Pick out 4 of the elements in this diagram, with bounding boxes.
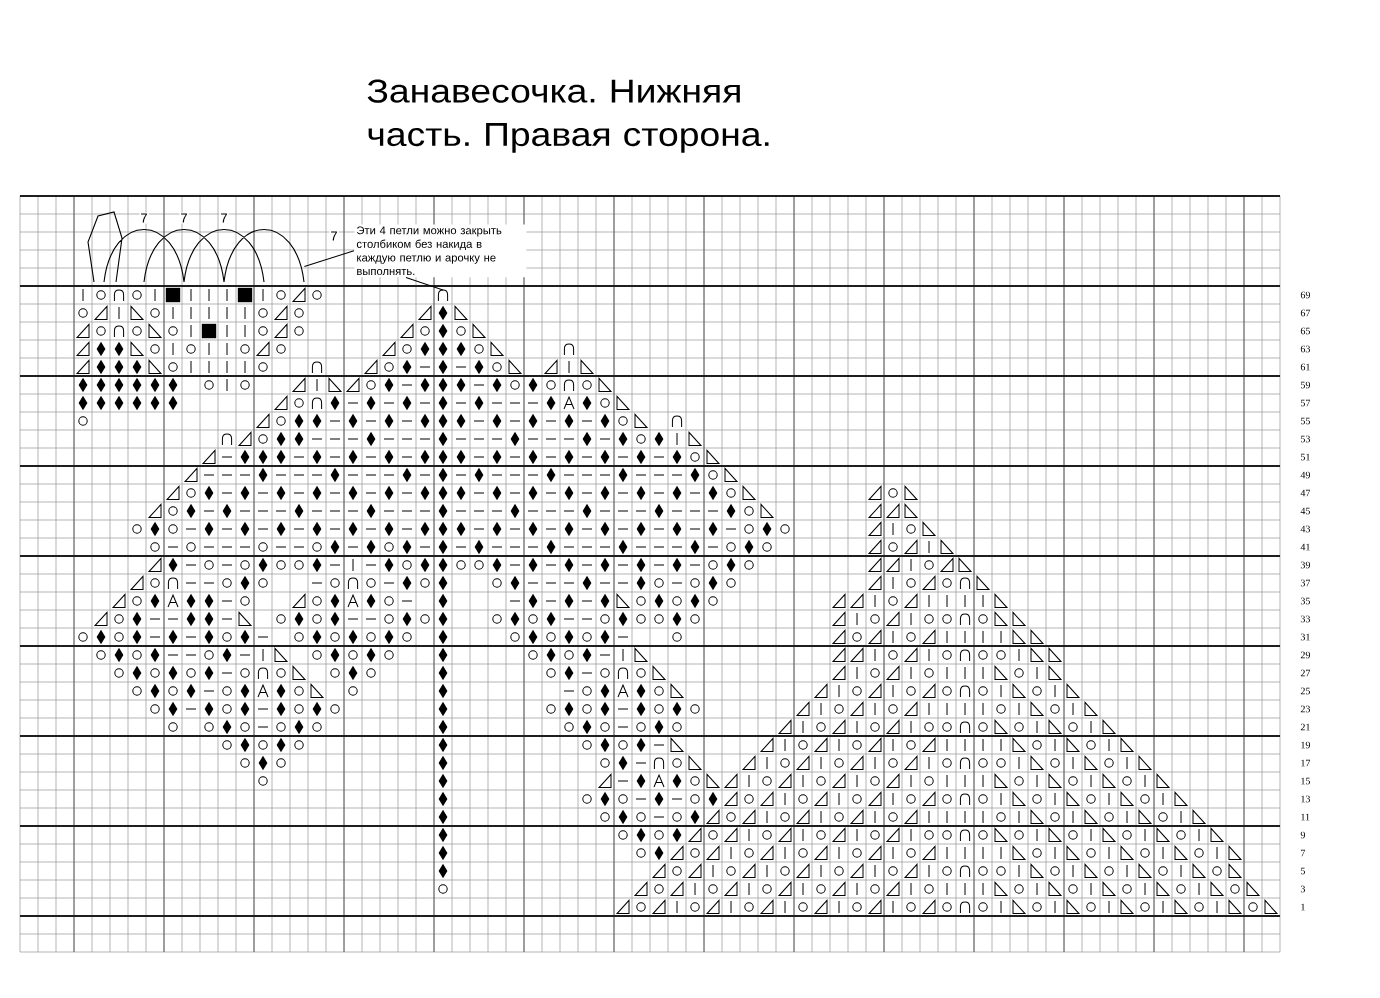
leader-line	[405, 277, 444, 291]
chain-arches	[87, 211, 305, 283]
title: Занавесочка. Нижняя часть. Правая сторона.	[367, 79, 769, 153]
leader-line	[303, 250, 355, 267]
